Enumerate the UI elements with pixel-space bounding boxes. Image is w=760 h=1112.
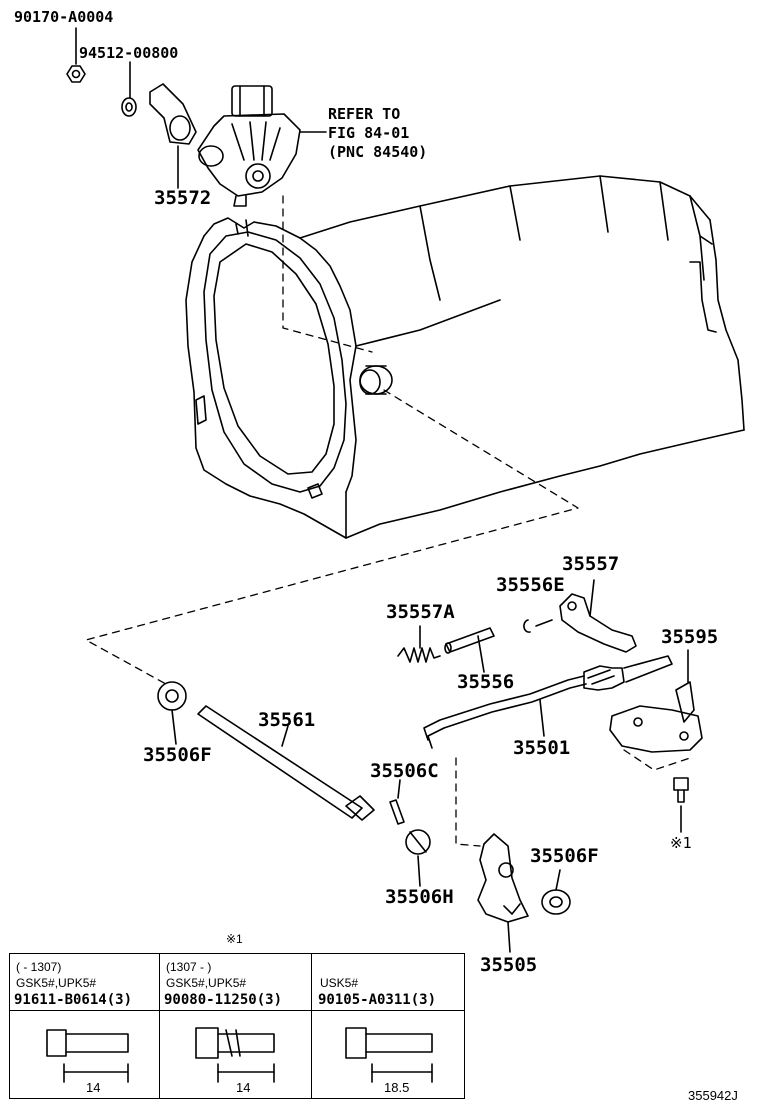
label-refer-line1: REFER TO <box>328 105 401 123</box>
washer-94512 <box>121 61 137 117</box>
table-bolt-2 <box>195 1027 275 1083</box>
label-35556: 35556 <box>457 671 515 693</box>
bolt-table-divider <box>10 1010 464 1011</box>
label-94512-00800: 94512-00800 <box>79 44 179 62</box>
col2-part: 90080-11250(3) <box>164 992 283 1008</box>
cable-35501 <box>423 655 673 749</box>
col2-range: (1307 - ) <box>166 960 212 974</box>
oil-seal-35506F-left <box>157 681 187 745</box>
col1-models: GSK5#,UPK5# <box>16 976 97 990</box>
table-bolt-3 <box>345 1027 433 1083</box>
label-refer-line3: (PNC 84540) <box>328 143 428 161</box>
label-35572: 35572 <box>154 187 212 209</box>
clip-35556E <box>523 619 553 633</box>
collar-35506H <box>405 829 431 887</box>
col2-length: 14 <box>236 1080 251 1095</box>
col1-range: ( - 1307) <box>16 960 62 974</box>
label-mark-1: ※1 <box>670 834 692 852</box>
label-35595: 35595 <box>661 626 719 648</box>
table-title: ※1 <box>226 932 243 946</box>
table-bolt-1 <box>46 1029 129 1083</box>
neutral-start-switch <box>197 85 327 207</box>
label-refer-line2: FIG 84-01 <box>328 124 410 142</box>
label-35501: 35501 <box>513 737 571 759</box>
label-35506F-left: 35506F <box>143 744 212 766</box>
label-35506C: 35506C <box>370 760 439 782</box>
bolt-table-col-2 <box>160 954 312 1098</box>
phantom-lines <box>85 195 691 847</box>
col3-models: USK5# <box>320 976 359 990</box>
nut-90170 <box>66 27 86 83</box>
col3-length: 18.5 <box>384 1080 410 1095</box>
pin-35506C <box>389 779 405 825</box>
lever-35505 <box>477 833 529 953</box>
shaft-35561 <box>197 705 375 821</box>
col1-part: 91611-B0614(3) <box>14 992 133 1008</box>
figure-id: 355942J <box>688 1088 738 1103</box>
label-35505: 35505 <box>480 954 538 976</box>
bolt-table-col-1 <box>10 954 160 1098</box>
transmission-case <box>185 175 745 539</box>
label-90170-A0004: 90170-A0004 <box>14 8 114 26</box>
label-35557A: 35557A <box>386 601 455 623</box>
label-35556E: 35556E <box>496 574 565 596</box>
bracket-35595 <box>609 649 703 753</box>
label-35557: 35557 <box>562 553 620 575</box>
spring-35557A <box>397 625 441 663</box>
bracket-35572 <box>149 83 197 189</box>
col1-length: 14 <box>86 1080 101 1095</box>
oil-seal-35506F-right <box>541 869 571 915</box>
bolt-mark-1 <box>673 777 689 833</box>
col3-part: 90105-A0311(3) <box>318 992 437 1008</box>
pin-35556 <box>444 627 495 673</box>
label-35561: 35561 <box>258 709 316 731</box>
bolt-table: ( - 1307) GSK5#,UPK5# 91611-B0614(3) 14 … <box>9 953 465 1099</box>
col2-models: GSK5#,UPK5# <box>166 976 247 990</box>
lever-35557 <box>559 579 637 653</box>
label-35506H: 35506H <box>385 886 454 908</box>
label-35506F-right: 35506F <box>530 845 599 867</box>
